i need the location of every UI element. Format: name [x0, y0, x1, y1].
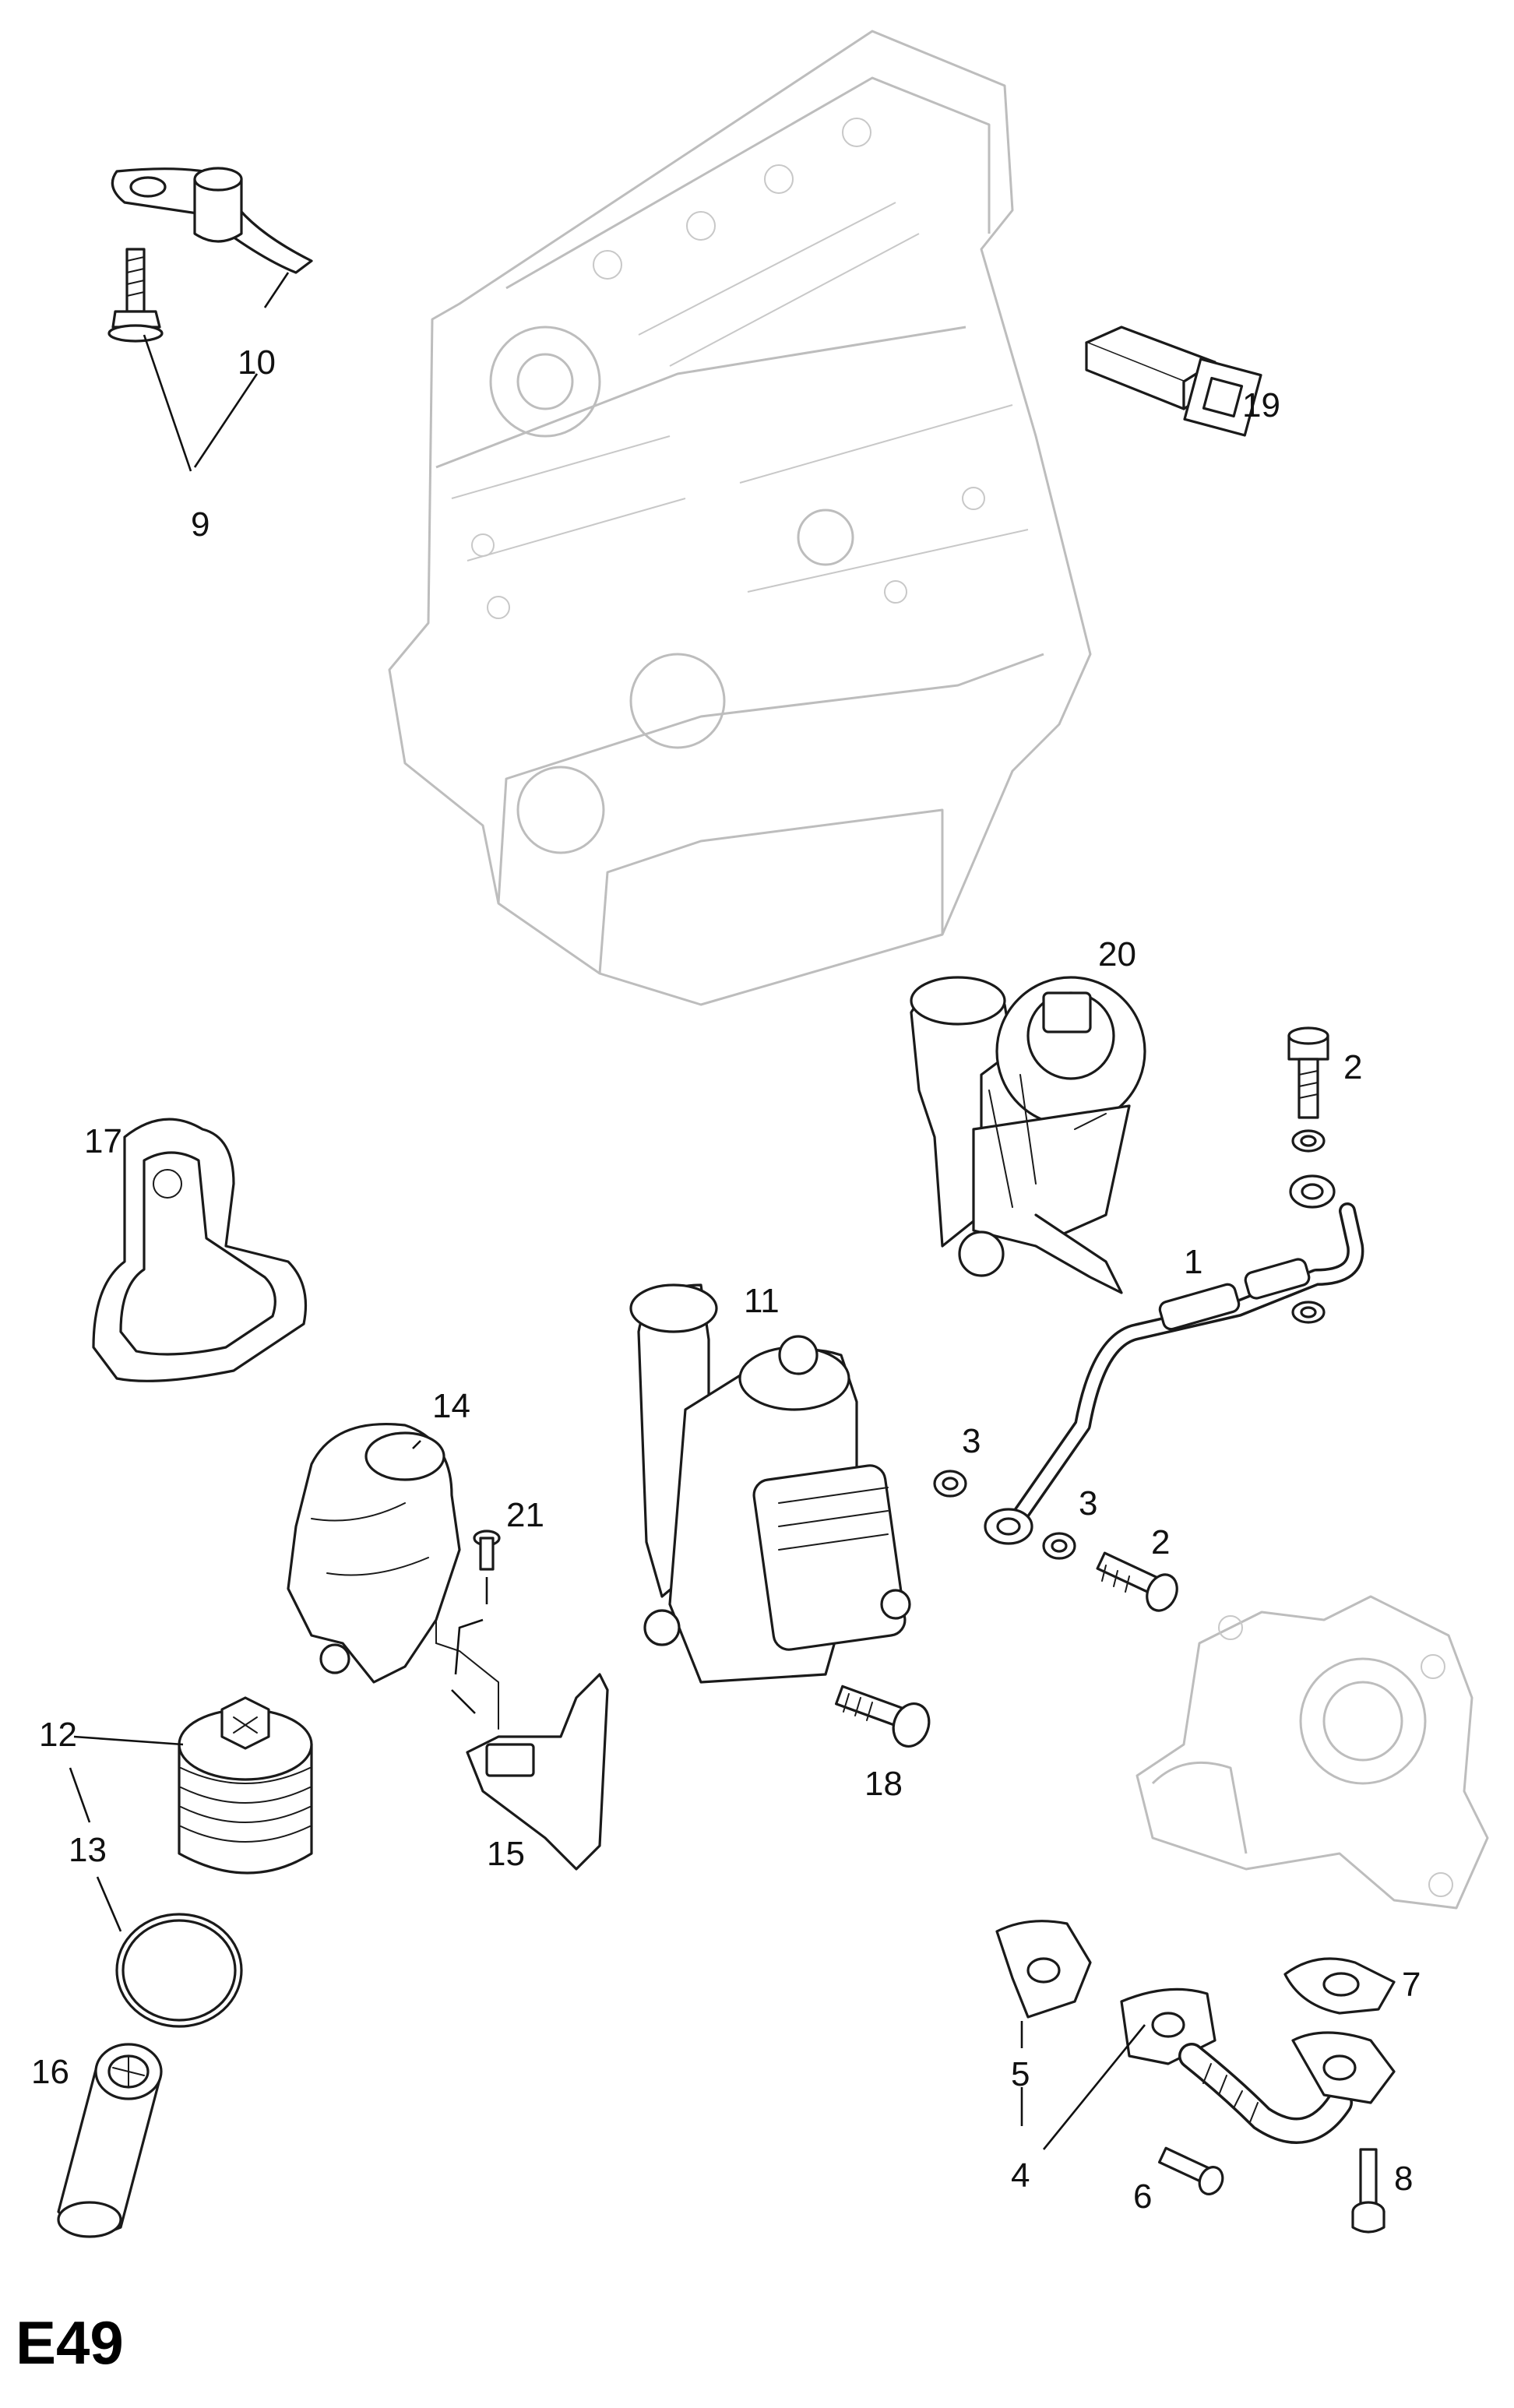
callout-4: 4 — [1011, 2156, 1030, 2195]
callout-11: 11 — [744, 1282, 780, 1320]
part-filter-cap-12 — [178, 1696, 313, 1875]
callout-3-left: 3 — [962, 1422, 981, 1460]
callout-6: 6 — [1133, 2177, 1152, 2216]
part-washer-upper — [1291, 1129, 1326, 1153]
part-filter-housing-20 — [910, 976, 1146, 1294]
part-bracket-10 — [111, 167, 313, 274]
callout-7: 7 — [1402, 1966, 1421, 2004]
callout-3-right: 3 — [1079, 1484, 1097, 1523]
callout-21: 21 — [506, 1496, 544, 1534]
callout-17: 17 — [84, 1122, 122, 1160]
part-bolt-6 — [1157, 2146, 1224, 2195]
callout-labels: 1 2 2 3 3 4 5 6 7 8 9 10 11 12 13 14 15 … — [31, 343, 1421, 2216]
part-bolt-2-lower — [1096, 1551, 1178, 1612]
callout-2-upper: 2 — [1343, 1048, 1362, 1086]
callout-14: 14 — [432, 1387, 470, 1425]
part-bolt-9 — [107, 248, 164, 343]
part-gasket-5 — [995, 1920, 1092, 2019]
page-code: E49 — [16, 2308, 124, 2377]
part-washer-mid — [1291, 1301, 1326, 1324]
callout-2-lower: 2 — [1151, 1523, 1170, 1561]
part-bracket-15 — [435, 1619, 609, 1871]
part-o-ring-13 — [115, 1913, 243, 2028]
callout-16: 16 — [31, 2053, 69, 2091]
leader-lines — [69, 272, 1146, 2150]
callout-19: 19 — [1242, 386, 1280, 424]
turbo-housing-ghost — [1136, 1595, 1489, 1910]
part-bolt-18 — [835, 1685, 931, 1748]
part-sensor-19 — [1085, 326, 1262, 437]
part-gasket-7 — [1283, 1957, 1396, 2015]
engine-block-ghost — [388, 30, 1092, 1006]
callout-13: 13 — [69, 1831, 107, 1869]
callout-8: 8 — [1394, 2160, 1413, 2198]
callout-1: 1 — [1184, 1243, 1202, 1281]
part-bolt-8 — [1351, 2148, 1385, 2234]
callout-10: 10 — [238, 343, 276, 382]
part-bolt-2-upper — [1287, 1026, 1329, 1119]
callout-5: 5 — [1011, 2055, 1030, 2093]
part-shield-14 — [287, 1422, 461, 1684]
callout-12: 12 — [39, 1716, 77, 1754]
part-screw-21 — [473, 1530, 501, 1571]
part-washer-3-right — [1042, 1532, 1076, 1560]
part-gasket-17 — [92, 1118, 307, 1382]
callout-18: 18 — [864, 1765, 903, 1803]
part-filter-module-11 — [629, 1283, 911, 1684]
callout-15: 15 — [487, 1835, 525, 1873]
part-washer-3-left — [933, 1470, 967, 1498]
callout-9: 9 — [191, 505, 209, 544]
part-egr-pipe-4 — [1120, 1987, 1396, 2144]
callout-20: 20 — [1098, 935, 1136, 973]
part-oil-pipe-1 — [984, 1174, 1364, 1545]
part-filter-element-16 — [57, 2043, 163, 2238]
